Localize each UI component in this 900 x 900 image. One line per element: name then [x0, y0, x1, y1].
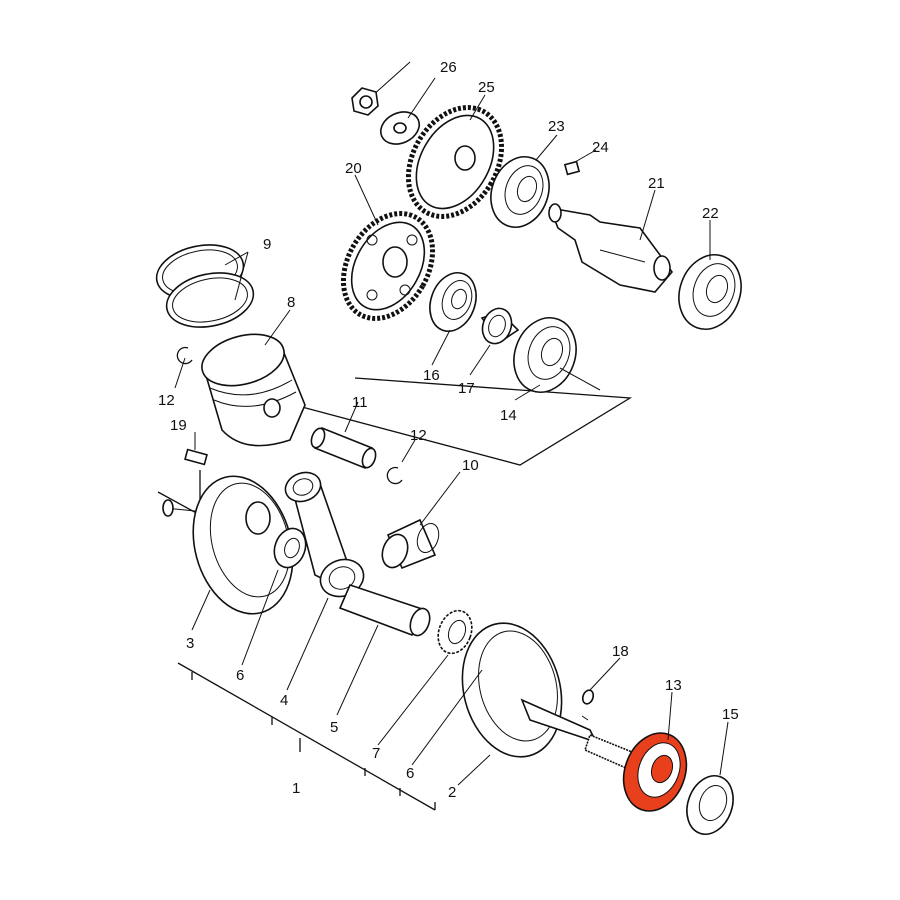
part-labels: 26 25 23 24 20 21 22 9 8 12 16 17 14 19 … — [158, 59, 739, 801]
part-20-gear — [340, 211, 436, 321]
label-6-right: 6 — [406, 765, 414, 782]
part-12-circlip-upper — [176, 346, 193, 365]
part-9-piston-rings — [155, 244, 255, 328]
label-16: 16 — [423, 367, 440, 384]
part-18-woodruff-key — [581, 689, 595, 705]
part-21-balancer-shaft — [548, 203, 674, 293]
label-8: 8 — [287, 294, 295, 311]
label-26: 26 — [440, 59, 457, 76]
label-21: 21 — [648, 175, 665, 192]
part-16-bearing — [429, 272, 477, 332]
label-7: 7 — [372, 745, 380, 762]
label-23: 23 — [548, 118, 565, 135]
label-22: 22 — [702, 205, 719, 222]
part-19-key — [184, 448, 208, 466]
part-25-gear — [405, 105, 505, 219]
label-15: 15 — [722, 706, 739, 723]
label-18: 18 — [612, 643, 629, 660]
part-7-needle-bearing — [437, 609, 473, 655]
label-14: 14 — [500, 407, 517, 424]
part-23-bearing — [490, 156, 550, 228]
part-12-circlip-lower — [386, 466, 403, 485]
label-20: 20 — [345, 160, 362, 177]
part-24-key — [563, 160, 581, 176]
part-22-bearing — [678, 254, 742, 330]
part-17-bushing — [480, 307, 520, 345]
label-17: 17 — [458, 380, 475, 397]
part-13-bearing-highlighted — [622, 732, 688, 812]
part-15-oil-seal — [686, 775, 734, 835]
label-5: 5 — [330, 719, 338, 736]
label-4: 4 — [280, 692, 288, 709]
label-24: 24 — [592, 139, 609, 156]
assembly-bracket-lines — [177, 662, 436, 811]
part-14-bearing — [513, 317, 601, 393]
label-1: 1 — [292, 780, 300, 797]
label-2: 2 — [448, 784, 456, 801]
label-19: 19 — [170, 417, 187, 434]
part-8-piston — [201, 333, 306, 447]
label-13: 13 — [665, 677, 682, 694]
label-10: 10 — [462, 457, 479, 474]
part-5-crank-pin — [338, 584, 431, 637]
label-12-upper: 12 — [158, 392, 175, 409]
label-6-left: 6 — [236, 667, 244, 684]
part-26-nut-washer — [351, 61, 421, 145]
label-3: 3 — [186, 635, 194, 652]
part-10-needle-bearing — [381, 518, 440, 570]
part-11-piston-pin — [310, 426, 377, 470]
label-12-lower: 12 — [410, 427, 427, 444]
label-25: 25 — [478, 79, 495, 96]
part-6-thrust-washer-left — [273, 527, 307, 569]
label-9: 9 — [263, 236, 271, 253]
label-11: 11 — [352, 394, 368, 411]
leader-lines — [174, 77, 729, 786]
part-2-crank-half-right — [461, 622, 634, 770]
